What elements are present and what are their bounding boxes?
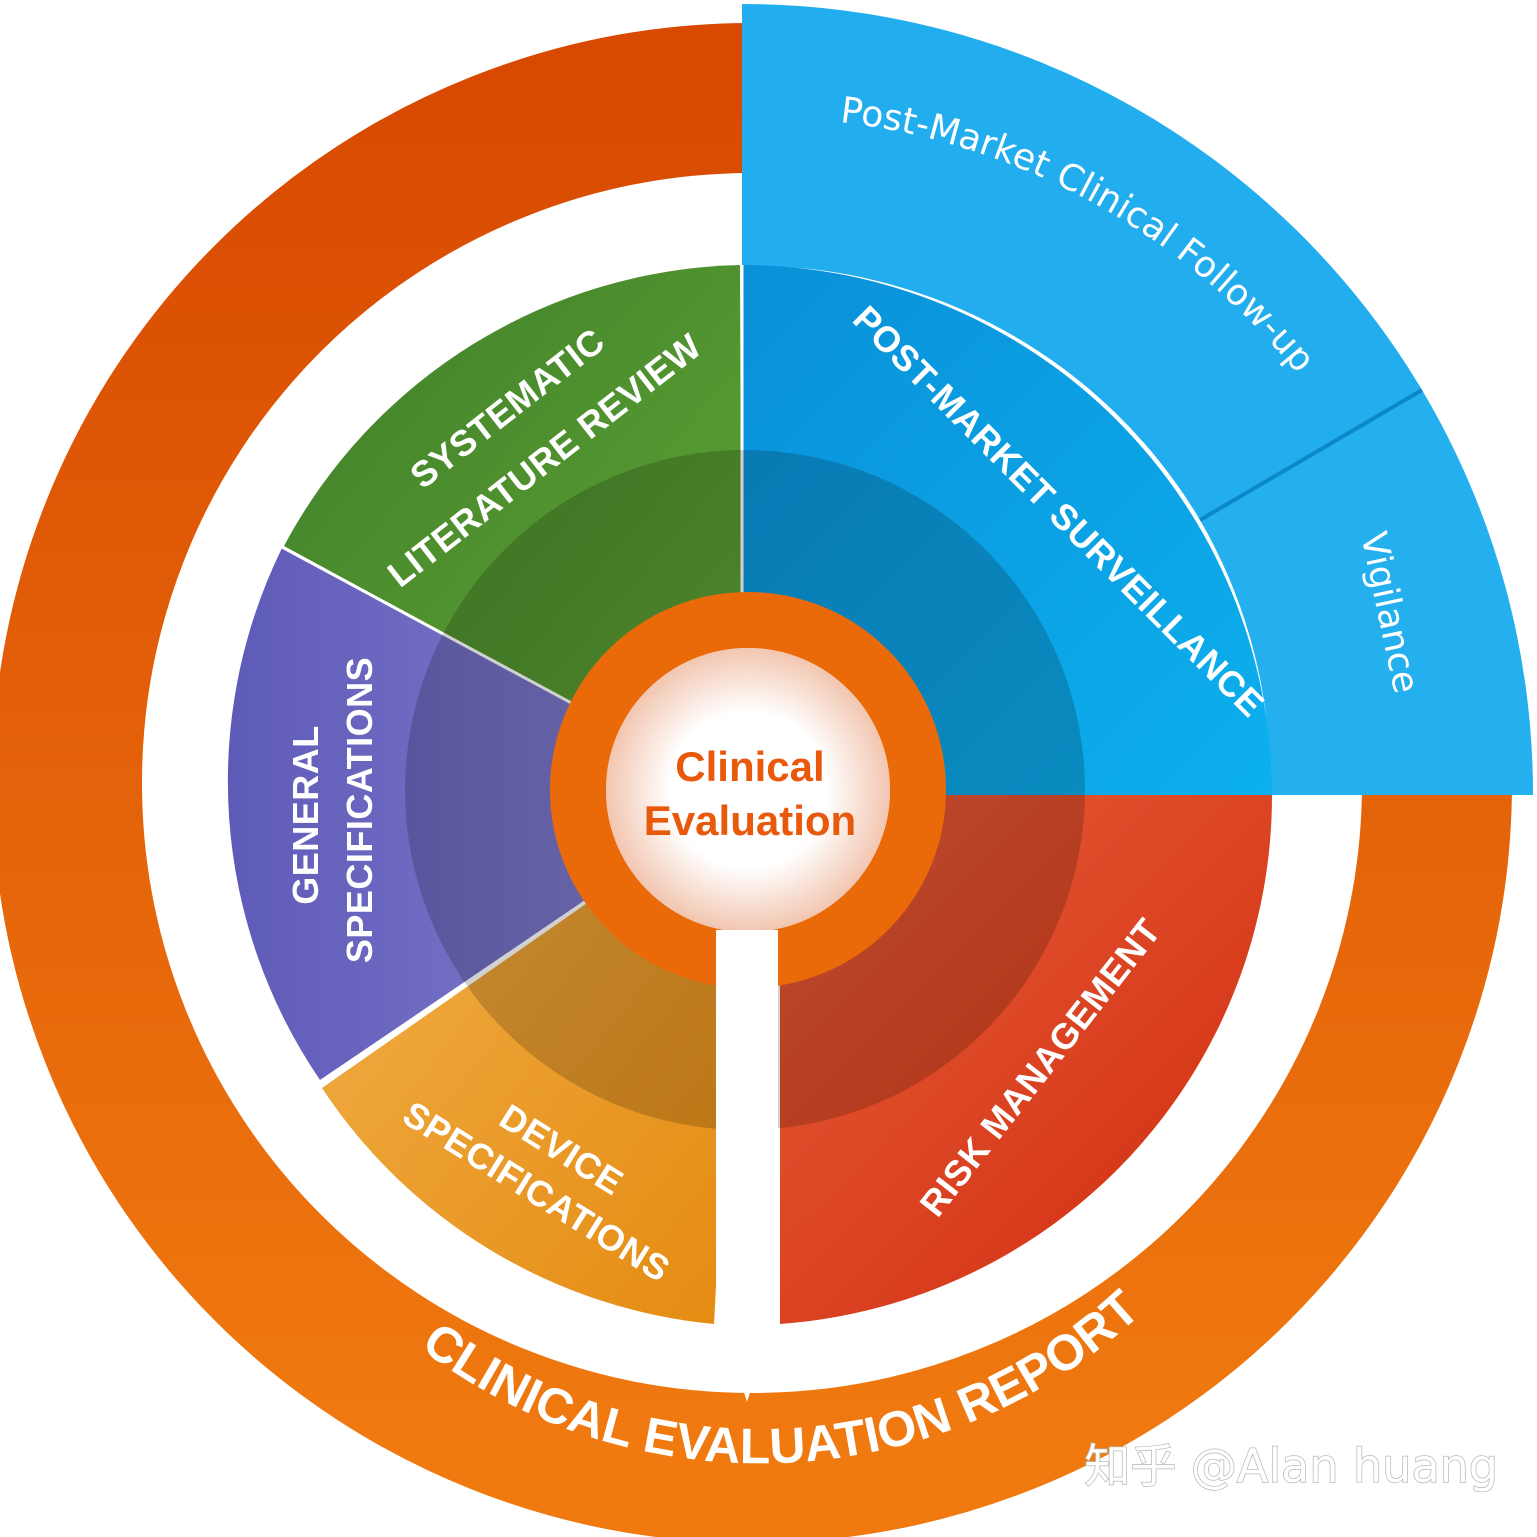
connector-arrow [716, 900, 778, 1402]
pmcf-sector [742, 3, 1422, 520]
post-market-outer-sector [742, 3, 1534, 795]
general-specifications-line2: SPECIFICATIONS [339, 657, 380, 963]
wedge-general-specifications [227, 548, 742, 1080]
watermark: 知乎 @Alan huang [1084, 1439, 1498, 1493]
general-specifications-line1: GENERAL [285, 725, 326, 905]
center-hub [550, 592, 946, 990]
center-title-line2: Evaluation [644, 797, 856, 844]
center-title-line1: Clinical [675, 743, 824, 790]
vigilance-sector [1200, 390, 1534, 795]
